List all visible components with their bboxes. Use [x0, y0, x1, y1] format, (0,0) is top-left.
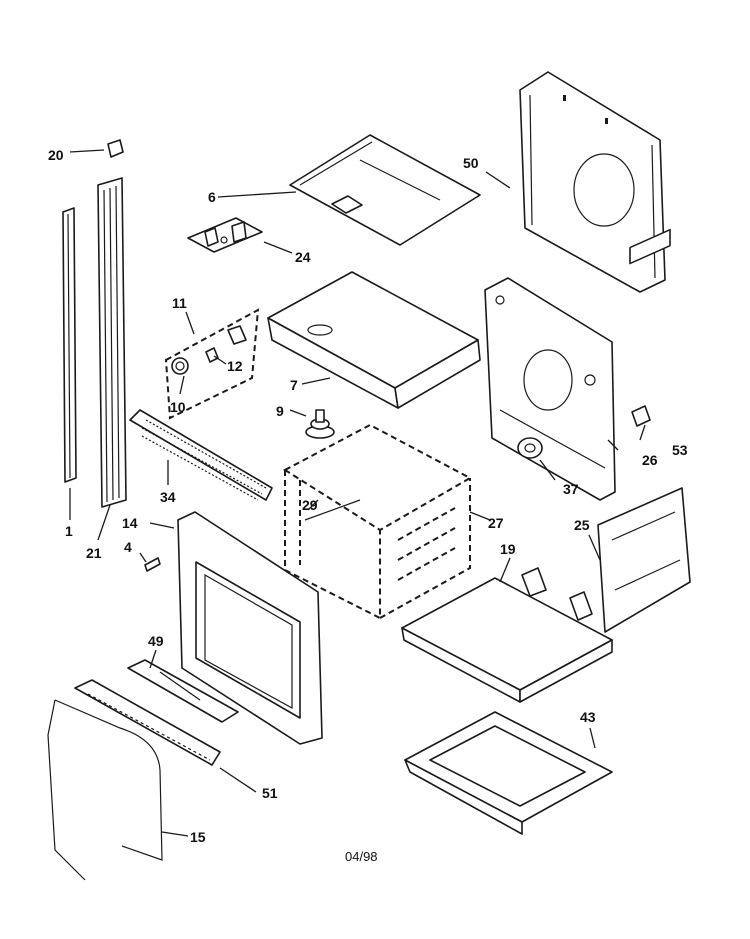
part-24-switch-bracket: [187, 217, 263, 253]
part-19-bottom-shelf: [401, 567, 613, 703]
callout-49: 49: [148, 633, 164, 649]
part-26-rear-plate: [484, 277, 616, 501]
callout-12: 12: [227, 358, 243, 374]
part-6-top-panel: [289, 134, 481, 246]
callout-25: 25: [574, 517, 590, 533]
callout-50: 50: [463, 155, 479, 171]
callout-1: 1: [65, 523, 73, 539]
part-50-back-panel: [519, 71, 666, 293]
callout-43: 43: [580, 709, 596, 725]
callout-27: 27: [488, 515, 504, 531]
callout-19: 19: [500, 541, 516, 557]
part-9-sensor: [305, 409, 335, 439]
part-21-side-panel: [97, 177, 127, 508]
callout-14: 14: [122, 515, 138, 531]
part-53-bracket: [631, 405, 651, 427]
callout-53: 53: [672, 442, 688, 458]
part-14-front-frame: [177, 511, 323, 745]
part-27-oven-liner: [283, 423, 473, 620]
date-code: 04/98: [345, 849, 378, 864]
callout-29: 29: [302, 497, 318, 513]
callout-21: 21: [86, 545, 102, 561]
callout-9: 9: [276, 403, 284, 419]
callout-7: 7: [290, 377, 298, 393]
callout-34: 34: [160, 489, 176, 505]
leader-lines: [69, 149, 646, 837]
part-4-screw: [144, 557, 161, 572]
part-11-knob-group: [164, 308, 260, 420]
callout-37: 37: [563, 481, 579, 497]
part-20-clip: [107, 139, 124, 158]
part-51-door-trim: [74, 679, 221, 766]
callout-26: 26: [642, 452, 658, 468]
callout-11: 11: [172, 295, 187, 311]
part-43-base-tray: [404, 711, 613, 835]
part-15-door-gasket: [47, 699, 163, 881]
part-7-top-shield: [267, 271, 481, 409]
callout-6: 6: [208, 189, 216, 205]
callout-labels: 20 6 24 50 11 12 10 7 9 34 29 27 53 26 3…: [48, 147, 688, 845]
callout-4: 4: [124, 539, 132, 555]
callout-24: 24: [295, 249, 311, 265]
part-10-knob: [171, 357, 189, 375]
callout-51: 51: [262, 785, 278, 801]
callout-10: 10: [170, 399, 186, 415]
callout-20: 20: [48, 147, 64, 163]
part-1-trim-strip: [62, 207, 77, 483]
callout-15: 15: [190, 829, 206, 845]
part-37-gasket: [517, 437, 543, 459]
part-12-bushing: [205, 325, 247, 363]
part-25-side-bracket: [597, 228, 691, 633]
part-34-vent-grille: [129, 409, 273, 501]
part-49-lower-trim: [127, 659, 239, 723]
